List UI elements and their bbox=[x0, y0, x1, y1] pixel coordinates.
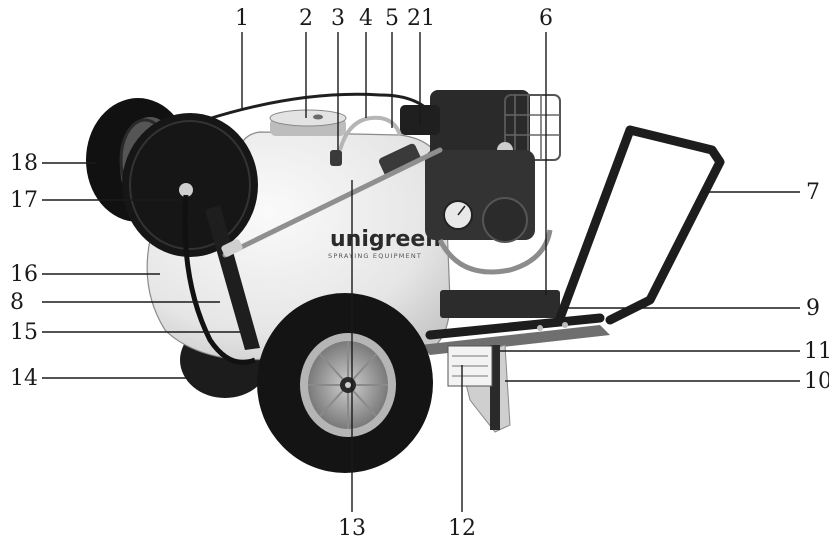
callout-14: 14 bbox=[10, 366, 38, 391]
push-handle bbox=[425, 125, 725, 340]
callout-7: 7 bbox=[806, 180, 820, 205]
frame bbox=[420, 290, 610, 433]
callout-labels: 1 2 3 4 5 21 6 7 9 11 10 12 13 14 15 8 1… bbox=[10, 6, 829, 541]
callout-21: 21 bbox=[407, 6, 435, 31]
callout-18: 18 bbox=[10, 151, 38, 176]
pump-assembly bbox=[378, 143, 553, 275]
hose-reel bbox=[86, 98, 443, 365]
callout-13: 13 bbox=[338, 516, 366, 541]
callout-17: 17 bbox=[10, 188, 38, 213]
callout-6: 6 bbox=[539, 6, 553, 31]
callout-15: 15 bbox=[10, 320, 38, 345]
suction-hose bbox=[338, 115, 402, 151]
brand-logo: unigreen bbox=[330, 227, 441, 252]
callout-4: 4 bbox=[359, 6, 373, 31]
callout-10: 10 bbox=[804, 369, 829, 394]
callout-3: 3 bbox=[331, 6, 345, 31]
callout-5: 5 bbox=[385, 6, 399, 31]
callout-16: 16 bbox=[10, 262, 38, 287]
callout-12: 12 bbox=[448, 516, 476, 541]
callout-9: 9 bbox=[806, 296, 820, 321]
callout-8: 8 bbox=[10, 290, 24, 315]
callout-1: 1 bbox=[235, 6, 249, 31]
callout-2: 2 bbox=[299, 6, 313, 31]
main-wheel bbox=[257, 293, 433, 473]
callout-11: 11 bbox=[804, 339, 829, 364]
leader-lines bbox=[42, 32, 800, 512]
sprayer-illustration: unigreen SPRAYING EQUIPMENT bbox=[86, 90, 725, 473]
brand-tagline: SPRAYING EQUIPMENT bbox=[328, 252, 422, 260]
